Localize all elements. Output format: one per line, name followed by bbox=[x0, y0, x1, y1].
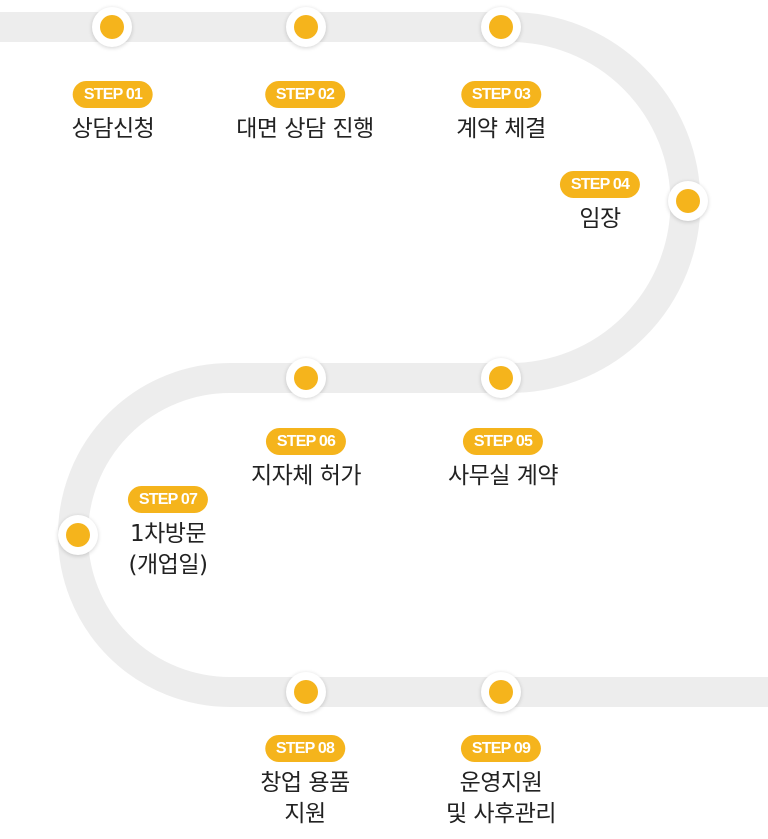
step-label: 운영지원 및 사후관리 bbox=[445, 768, 557, 830]
step-02-node bbox=[286, 7, 326, 47]
step-badge: STEP 03 bbox=[460, 81, 542, 108]
step-01: STEP 01 상담신청 bbox=[72, 81, 155, 145]
dot-icon bbox=[66, 523, 90, 547]
step-label: 사무실 계약 bbox=[447, 461, 559, 492]
dot-icon bbox=[100, 15, 124, 39]
step-07: STEP 07 1차방문 (개업일) bbox=[127, 486, 209, 581]
step-label: 상담신청 bbox=[72, 114, 155, 145]
step-03-node bbox=[481, 7, 521, 47]
step-badge: STEP 06 bbox=[265, 428, 347, 455]
dot-icon bbox=[489, 15, 513, 39]
step-badge: STEP 09 bbox=[460, 735, 542, 762]
step-09: STEP 09 운영지원 및 사후관리 bbox=[445, 735, 557, 830]
step-05-node bbox=[481, 358, 521, 398]
step-06-node bbox=[286, 358, 326, 398]
step-label-line: 1차방문 bbox=[129, 521, 207, 547]
step-label-line: 상담신청 bbox=[71, 116, 155, 142]
step-label-line: 운영지원 bbox=[459, 770, 543, 796]
step-08-node bbox=[286, 672, 326, 712]
step-label: 대면 상담 진행 bbox=[236, 114, 374, 145]
step-label-line: 임장 bbox=[579, 206, 621, 232]
step-badge: STEP 02 bbox=[264, 81, 346, 108]
dot-icon bbox=[294, 366, 318, 390]
step-label: 지자체 허가 bbox=[250, 461, 362, 492]
dot-icon bbox=[294, 680, 318, 704]
step-label-line: 및 사후관리 bbox=[445, 801, 557, 827]
step-label: 계약 체결 bbox=[456, 114, 546, 145]
dot-icon bbox=[489, 680, 513, 704]
step-label: 1차방문 (개업일) bbox=[129, 519, 208, 581]
step-label-line: 대면 상담 진행 bbox=[236, 116, 374, 142]
step-04-node bbox=[668, 181, 708, 221]
step-badge: STEP 05 bbox=[462, 428, 544, 455]
step-06: STEP 06 지자체 허가 bbox=[250, 428, 362, 492]
step-label-line: 사무실 계약 bbox=[447, 463, 559, 489]
step-09-node bbox=[481, 672, 521, 712]
step-label-line: 지자체 허가 bbox=[250, 463, 362, 489]
step-01-node bbox=[92, 7, 132, 47]
dot-icon bbox=[489, 366, 513, 390]
step-label: 창업 용품 지원 bbox=[260, 768, 350, 830]
step-03: STEP 03 계약 체결 bbox=[456, 81, 546, 145]
step-04: STEP 04 임장 bbox=[559, 171, 641, 235]
step-05: STEP 05 사무실 계약 bbox=[447, 428, 559, 492]
step-label-line: (개업일) bbox=[128, 552, 208, 578]
dot-icon bbox=[676, 189, 700, 213]
step-07-node bbox=[58, 515, 98, 555]
step-badge: STEP 07 bbox=[127, 486, 209, 513]
step-label-line: 창업 용품 bbox=[260, 770, 350, 796]
step-02: STEP 02 대면 상담 진행 bbox=[236, 81, 374, 145]
step-badge: STEP 08 bbox=[264, 735, 346, 762]
step-badge: STEP 01 bbox=[72, 81, 154, 108]
dot-icon bbox=[294, 15, 318, 39]
step-badge: STEP 04 bbox=[559, 171, 641, 198]
step-label-line: 계약 체결 bbox=[456, 116, 546, 142]
step-label: 임장 bbox=[579, 204, 621, 235]
step-label-line: 지원 bbox=[284, 801, 326, 827]
step-08: STEP 08 창업 용품 지원 bbox=[260, 735, 350, 830]
